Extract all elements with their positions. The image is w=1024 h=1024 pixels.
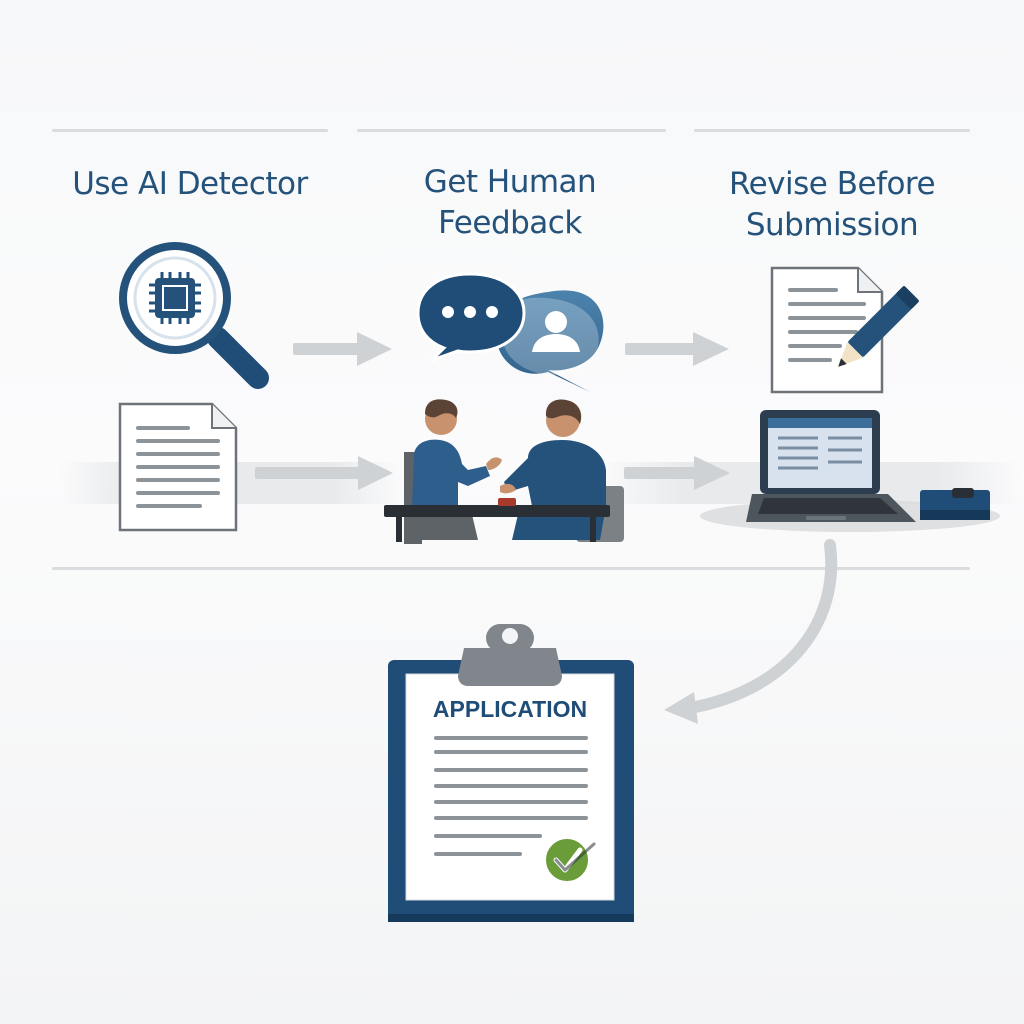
document-icon xyxy=(118,402,238,532)
step-title-revise: Revise Before Submission xyxy=(728,166,936,243)
clipboard-check-icon xyxy=(388,624,634,922)
arrow-document-to-meeting xyxy=(255,456,393,490)
chat-bubbles-icon xyxy=(416,272,604,392)
top-rule-right xyxy=(694,129,970,132)
step-title-detector: Use AI Detector xyxy=(72,166,308,202)
notebook-icon xyxy=(920,488,990,520)
top-rule-left xyxy=(52,129,328,132)
bottom-rule xyxy=(52,567,970,570)
meeting-people-illustration xyxy=(384,399,624,544)
step-title-feedback: Get Human Feedback xyxy=(423,164,597,241)
arrow-feedback-to-revise xyxy=(625,332,729,366)
magnifier-chip-icon xyxy=(119,242,269,389)
top-rule-middle xyxy=(357,129,666,132)
clipboard-label: APPLICATION xyxy=(432,696,588,722)
arrow-meeting-to-laptop xyxy=(624,456,730,490)
document-pencil-icon xyxy=(770,266,919,394)
laptop-icon xyxy=(700,410,1000,532)
arrow-detector-to-feedback xyxy=(293,332,392,366)
arrow-to-application xyxy=(684,539,838,714)
